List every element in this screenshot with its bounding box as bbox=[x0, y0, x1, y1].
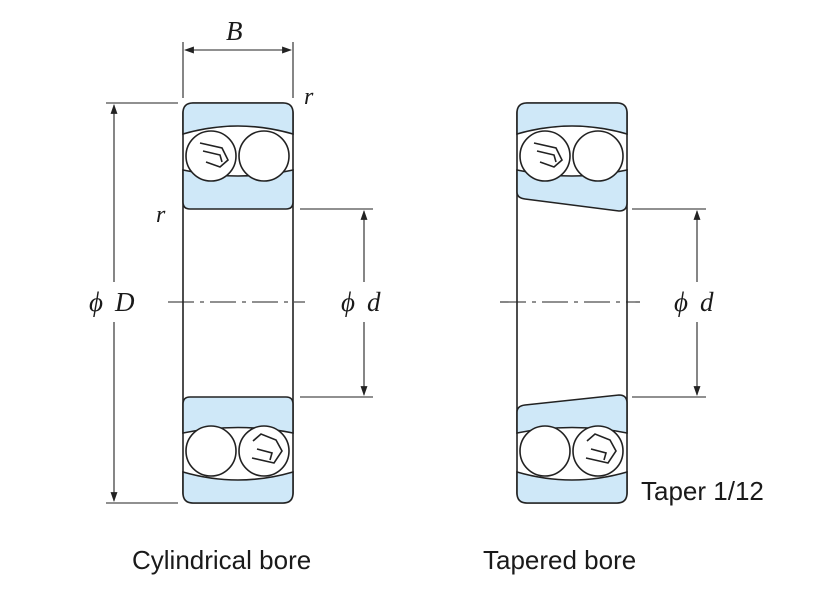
inner-ring-bottom-tapered bbox=[516, 394, 628, 434]
outer-ring-top-tapered bbox=[516, 102, 628, 136]
cylindrical-bore-bearing: B r r ϕ D ϕ d Cylindrical bore bbox=[89, 16, 381, 575]
cage-top-tapered bbox=[533, 142, 563, 168]
ball-top-right bbox=[238, 130, 290, 182]
d-tapered-phi: ϕ bbox=[674, 287, 688, 317]
caption-cylindrical-bore: Cylindrical bore bbox=[132, 545, 311, 575]
inner-ring-bottom bbox=[182, 396, 294, 434]
caption-tapered-bore: Tapered bore bbox=[483, 545, 636, 575]
cage-top bbox=[199, 142, 229, 168]
d-inner-label: d bbox=[367, 287, 381, 317]
cage-bottom-tapered bbox=[585, 433, 617, 464]
ball-bottom-left bbox=[185, 425, 237, 477]
tapered-bore-bearing: ϕ d Taper 1/12 Tapered bore bbox=[483, 102, 764, 575]
ball-top-left bbox=[185, 130, 237, 182]
r-top-label: r bbox=[304, 84, 314, 110]
outer-ring-bottom-tapered bbox=[516, 470, 628, 504]
cage-bottom bbox=[251, 433, 283, 464]
outer-ring-top bbox=[182, 102, 294, 136]
ball-bottom-left-tapered bbox=[519, 425, 571, 477]
d-inner-phi: ϕ bbox=[341, 287, 355, 317]
ball-top-left-tapered bbox=[519, 130, 571, 182]
r-inner-label: r bbox=[156, 202, 166, 228]
b-label: B bbox=[226, 16, 243, 46]
d-outer-label: D bbox=[114, 287, 135, 317]
taper-note: Taper 1/12 bbox=[641, 476, 764, 506]
outer-ring-bottom bbox=[182, 470, 294, 504]
d-tapered-label: d bbox=[700, 287, 714, 317]
ball-top-right-tapered bbox=[572, 130, 624, 182]
d-outer-phi: ϕ bbox=[89, 287, 103, 317]
